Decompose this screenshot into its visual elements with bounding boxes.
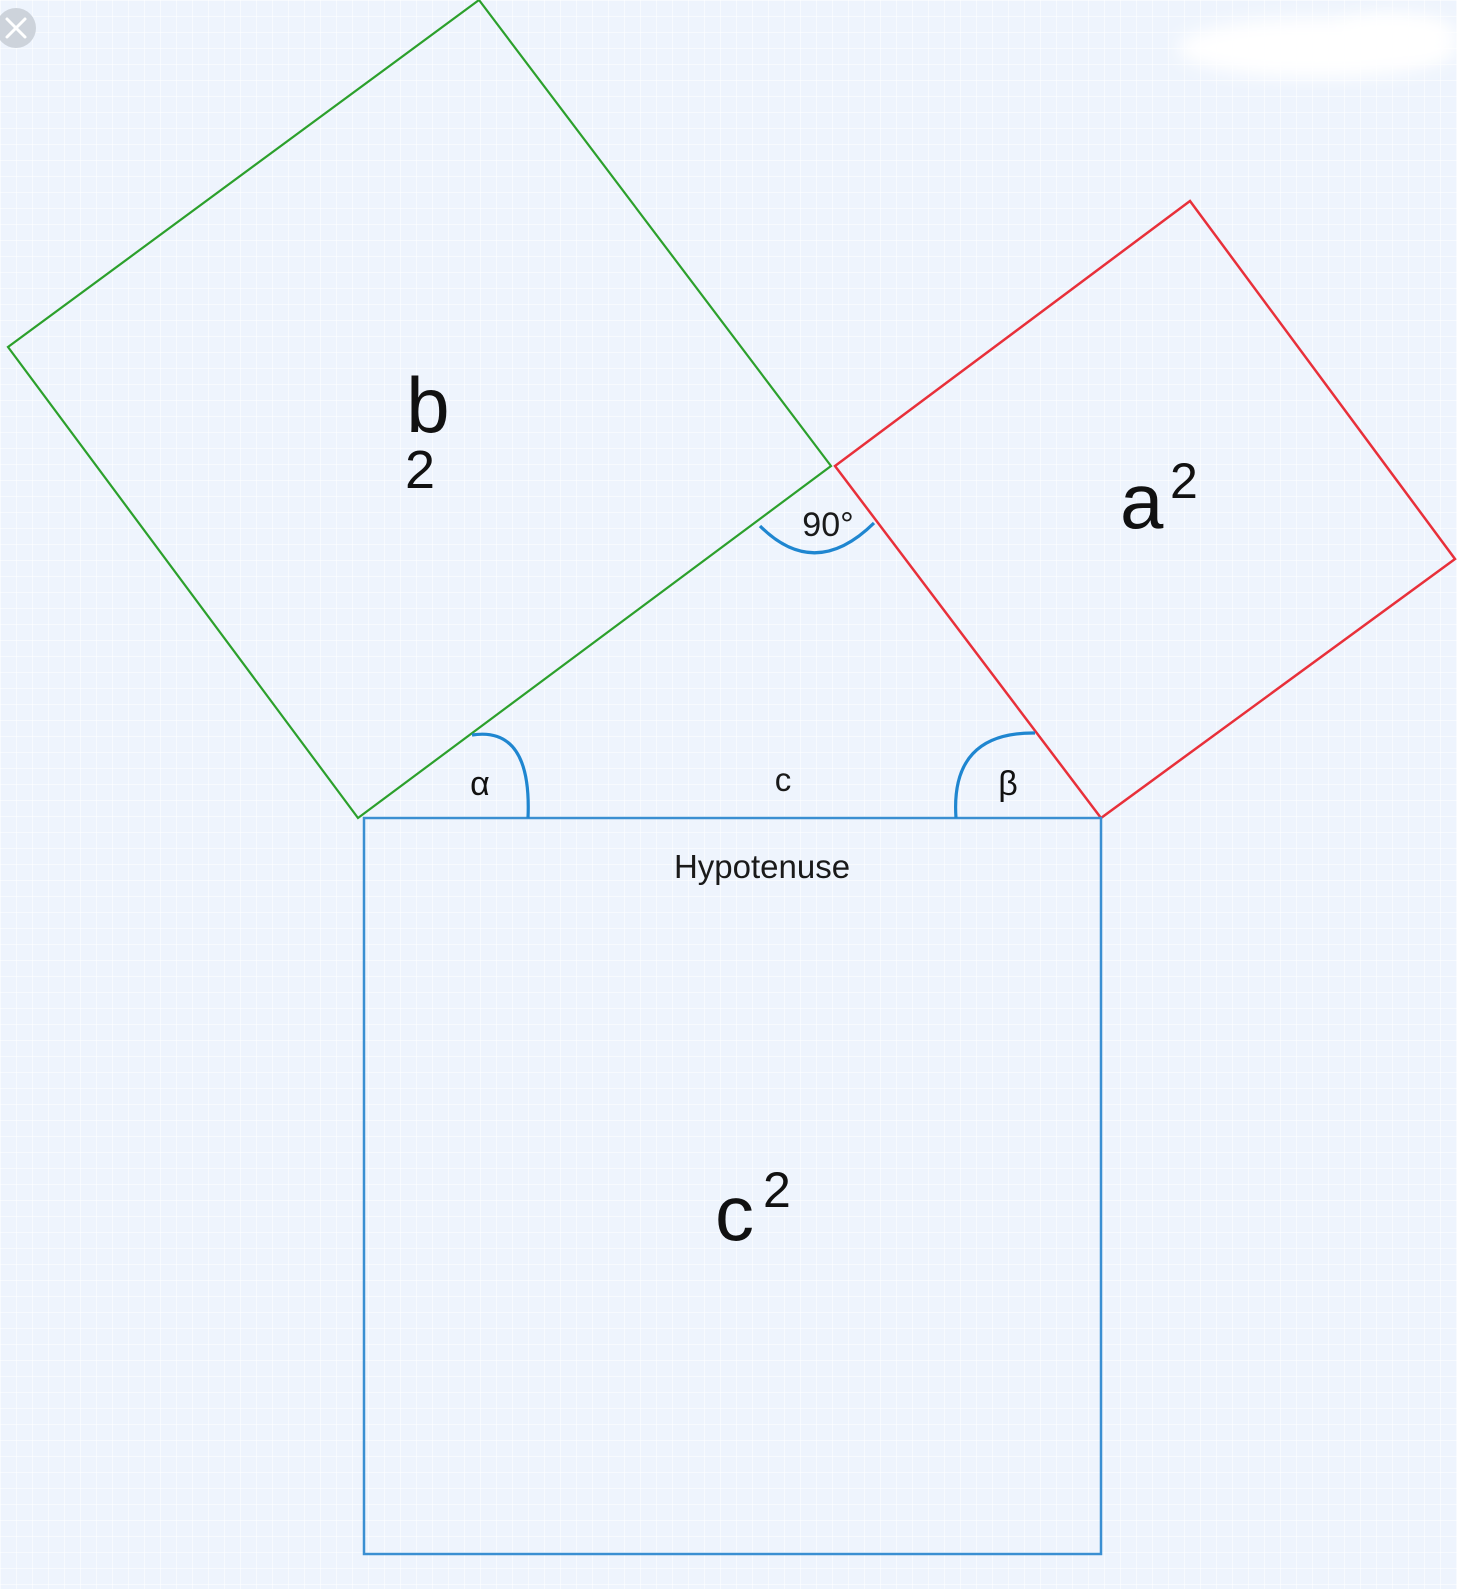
square-b <box>6 0 833 820</box>
label-b: b <box>406 361 449 449</box>
label-alpha: α <box>470 765 490 803</box>
label-c-side: c <box>775 761 792 798</box>
label-b-exponent: 2 <box>405 440 435 500</box>
label-c-squared: c <box>715 1169 754 1257</box>
square-c <box>362 816 1103 1556</box>
right-angle-arc <box>758 521 876 555</box>
close-button[interactable] <box>0 8 36 48</box>
label-beta: β <box>998 765 1018 803</box>
angle-alpha-arc <box>471 732 530 819</box>
label-c-squared-exponent: 2 <box>763 1162 791 1218</box>
angle-beta-arc <box>954 731 1036 819</box>
label-right-angle: 90° <box>802 506 853 544</box>
square-a <box>833 199 1457 820</box>
close-icon <box>5 17 27 39</box>
label-a: a <box>1120 457 1164 545</box>
label-a-exponent: 2 <box>1170 453 1198 509</box>
label-hypotenuse: Hypotenuse <box>674 848 850 885</box>
